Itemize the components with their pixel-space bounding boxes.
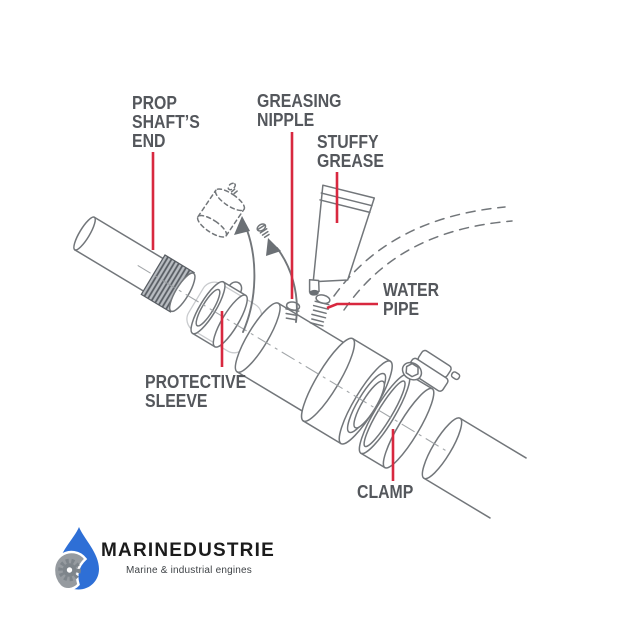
label-protective-sleeve: PROTECTIVE SLEEVE xyxy=(145,372,247,412)
leader-lines xyxy=(151,132,395,481)
label-line: GREASING xyxy=(257,91,342,111)
brand-name: MARINEDUSTRIE xyxy=(101,540,275,561)
label-water-pipe: WATER PIPE xyxy=(383,280,440,320)
water-pipe-fitting xyxy=(309,294,331,327)
arrow-to-screw-head xyxy=(266,238,281,256)
clamp-pin xyxy=(450,371,461,381)
dust-cap-dashed xyxy=(196,188,246,238)
hose-end-face xyxy=(421,417,463,480)
hex-bolt-head xyxy=(405,362,419,378)
label-line: PIPE xyxy=(383,299,420,320)
cap-screw-dashed xyxy=(227,182,240,195)
water-hose xyxy=(421,417,527,519)
tube-nozzle-tip xyxy=(309,289,319,296)
brand-tagline: Marine & industrial engines xyxy=(125,565,253,576)
label-line: SHAFT’S xyxy=(132,112,200,133)
label-line: SLEEVE xyxy=(145,391,208,412)
tube-crimp-line xyxy=(319,199,371,214)
tube-nozzle xyxy=(308,279,320,293)
sleeve-tab xyxy=(228,281,243,294)
arrow-to-cap xyxy=(242,229,256,333)
label-line: CLAMP xyxy=(357,482,414,502)
label-clamp: CLAMP xyxy=(357,482,414,502)
tube-crimp-line xyxy=(320,192,373,207)
label-line: END xyxy=(132,131,166,152)
centerline xyxy=(137,264,449,453)
label-greasing-nipple: GREASING NIPPLE xyxy=(257,91,342,131)
nipple-screw xyxy=(256,223,270,239)
route-curve-inner xyxy=(343,220,513,311)
label-line: GREASE xyxy=(317,151,384,172)
prop-shaft xyxy=(73,216,196,313)
label-line: WATER xyxy=(383,280,440,300)
shaft-open-end xyxy=(73,216,97,251)
leader-water-pipe xyxy=(326,302,378,310)
logo-mark xyxy=(52,527,99,591)
label-line: STUFFY xyxy=(317,132,379,152)
shaft-assembly xyxy=(73,216,527,519)
logo-gear-icon xyxy=(58,558,81,582)
arrow-to-cap-head xyxy=(234,216,250,235)
label-prop-shafts-end: PROP SHAFT’S END xyxy=(132,93,200,152)
logo-text-block: MARINEDUSTRIE Marine & industrial engine… xyxy=(101,540,277,576)
grease-tube xyxy=(308,184,376,296)
clamp-bolt-assembly xyxy=(401,349,461,392)
label-line: NIPPLE xyxy=(257,110,315,131)
label-line: PROTECTIVE xyxy=(145,372,247,392)
label-stuffy-grease: STUFFY GREASE xyxy=(317,132,384,172)
label-line: PROP xyxy=(132,93,177,113)
